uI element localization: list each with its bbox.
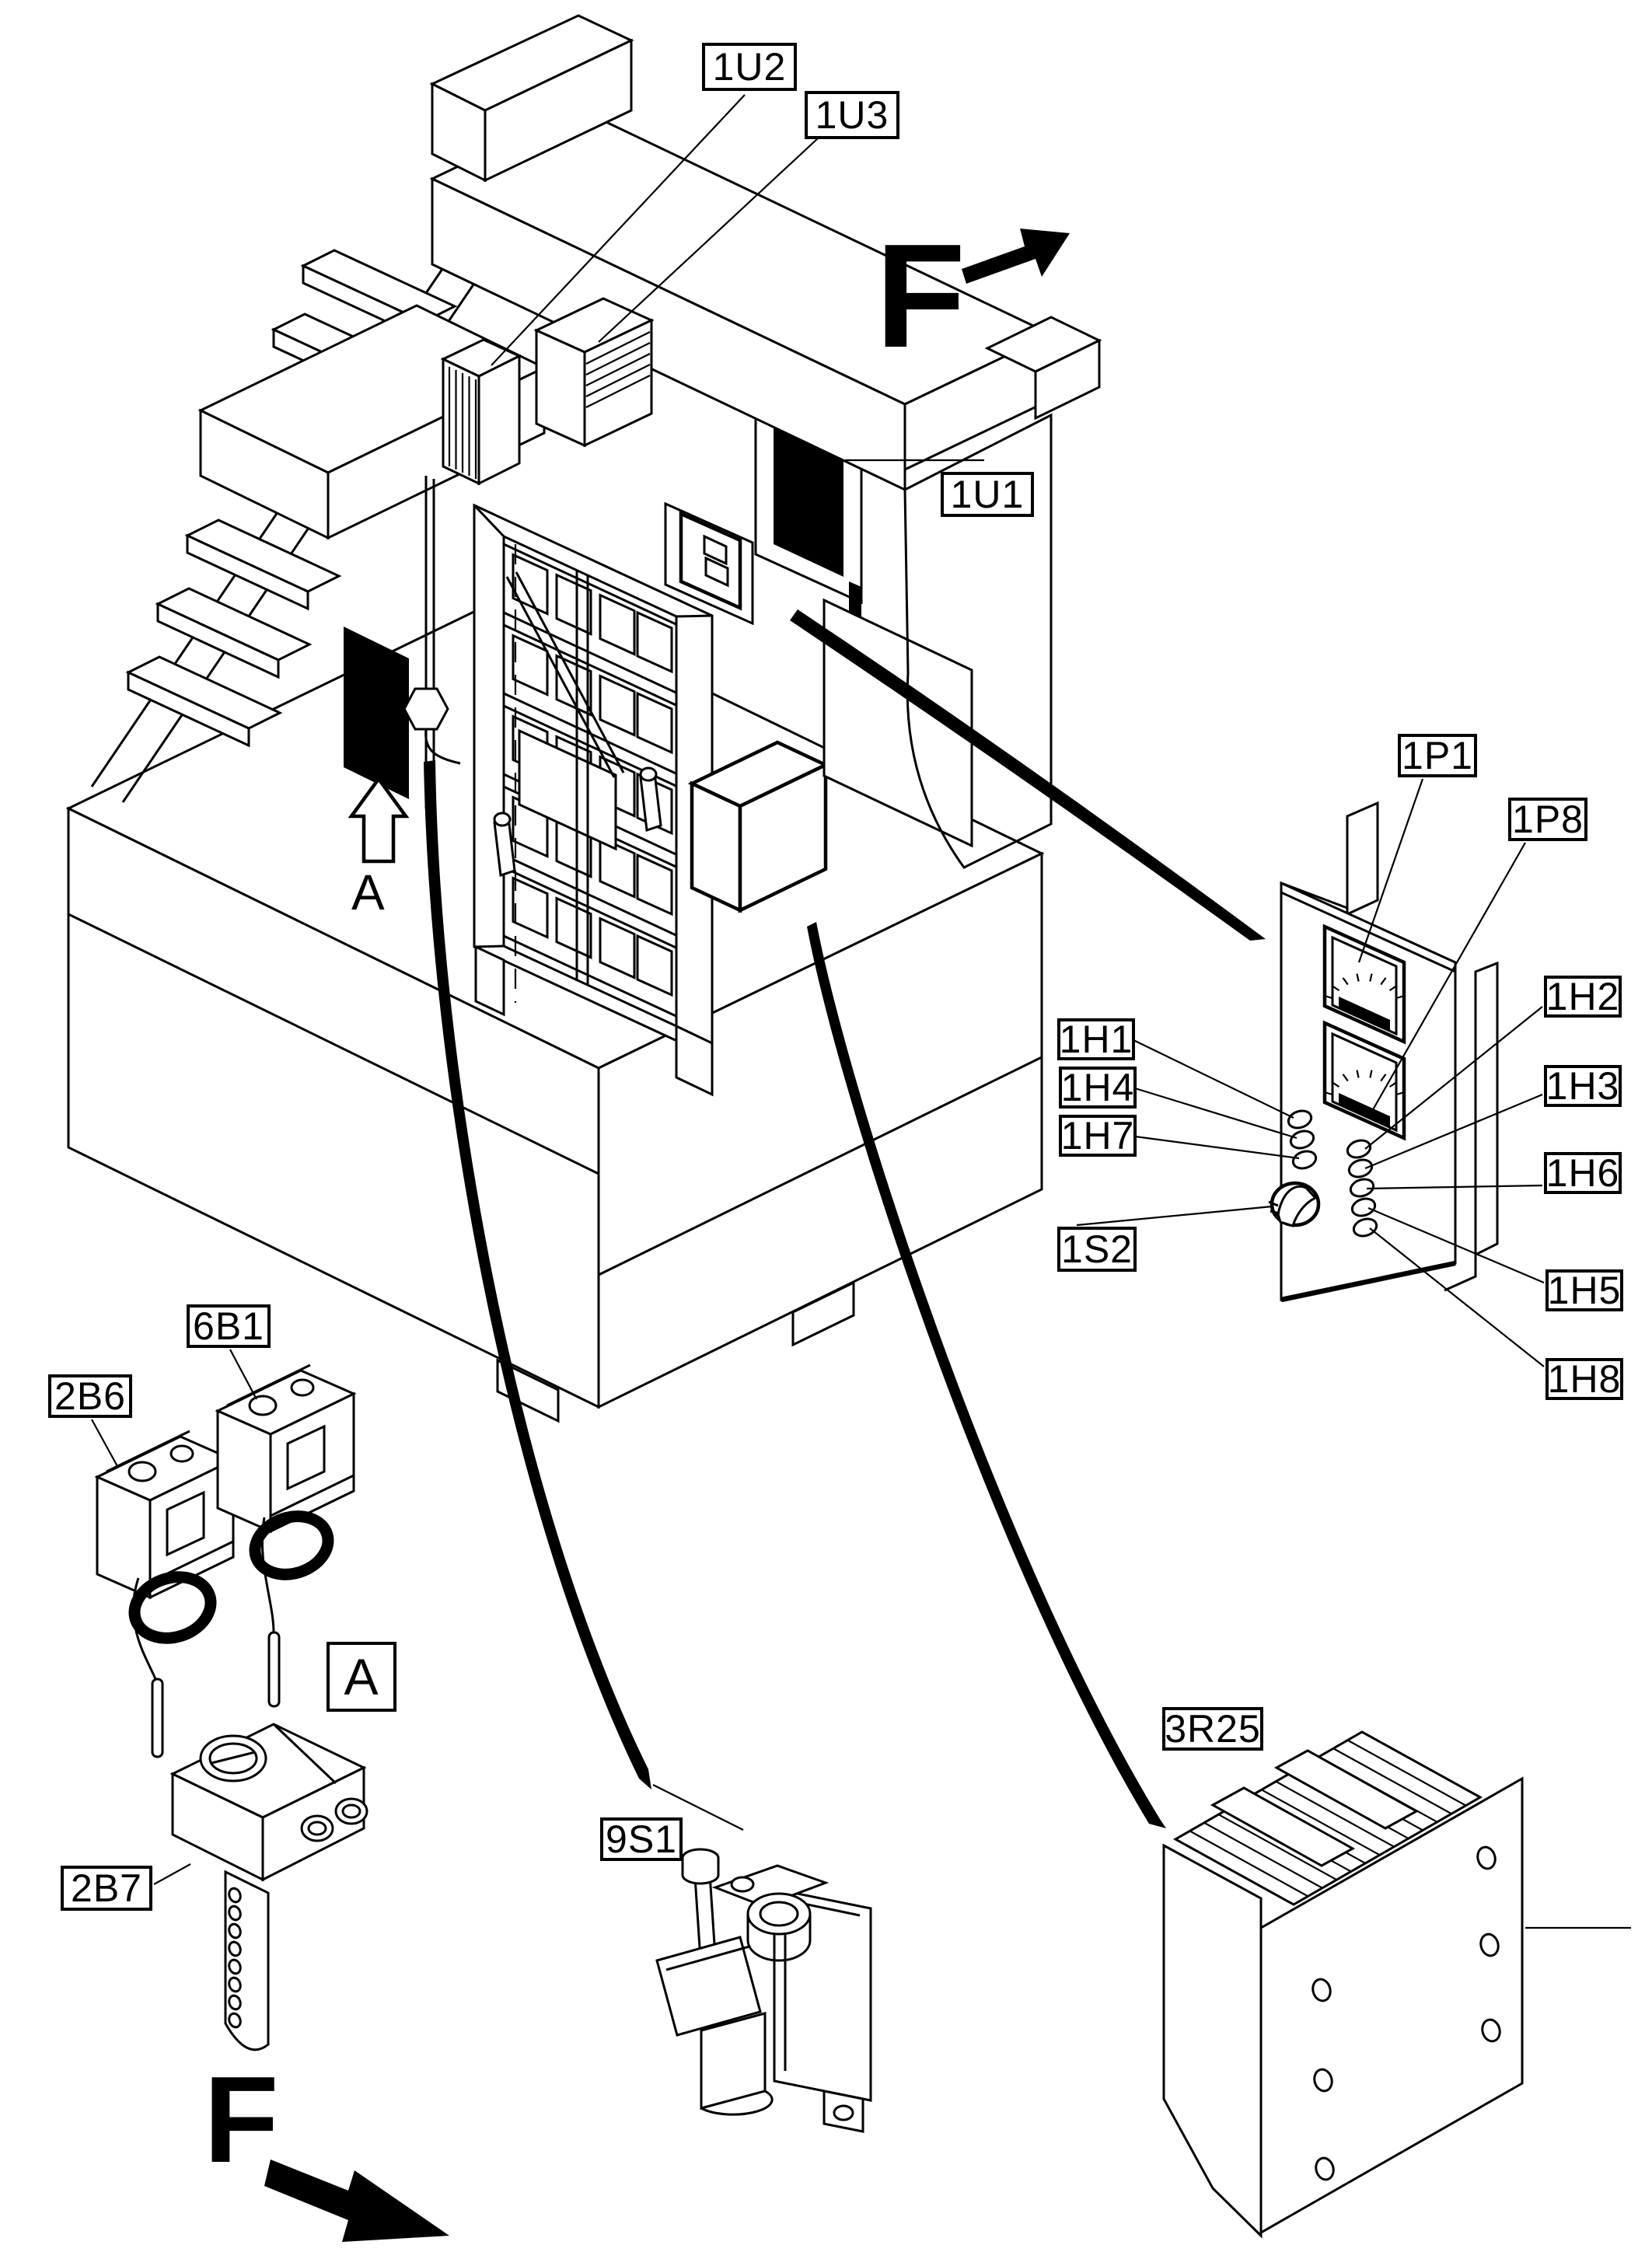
left-wall-items — [344, 476, 461, 812]
part-label-1H5: 1H5 — [1545, 1269, 1623, 1311]
resistor-3r25 — [1162, 1730, 1524, 2239]
indicator-lights — [1287, 1109, 1378, 1238]
direction-arrows — [264, 229, 1070, 2242]
instrument-bracket-insitu — [664, 501, 754, 626]
part-label-3R25: 3R25 — [1162, 1707, 1263, 1751]
view-direction-letter-a: A — [351, 864, 385, 920]
meter-1p8 — [1322, 1020, 1406, 1141]
indicator-light — [1352, 1217, 1378, 1238]
roof-parapet — [429, 14, 634, 183]
front-view-letter-bottom: F — [204, 2051, 279, 2188]
part-label-1H2: 1H2 — [1544, 976, 1622, 1018]
detail-pointers — [424, 609, 1266, 1828]
part-label-1H3: 1H3 — [1544, 1065, 1622, 1107]
black-left-panel — [344, 627, 409, 799]
part-label-2B6: 2B6 — [48, 1374, 132, 1418]
indicator-light — [1350, 1197, 1377, 1217]
thermostat-6b1 — [215, 1363, 357, 1708]
panel-detail — [1268, 801, 1499, 1303]
view-arrow-a-icon — [348, 776, 410, 864]
part-label-1U3: 1U3 — [805, 91, 899, 139]
thermostat-2b6 — [94, 1430, 236, 1758]
part-label-1H8: 1H8 — [1545, 1358, 1623, 1400]
detail-view-label-A: A — [327, 1642, 396, 1712]
selector-knob-1s2 — [1268, 1181, 1321, 1227]
front-view-letter-top: F — [875, 214, 966, 379]
machine-overview — [65, 14, 1102, 1423]
indicator-light — [1291, 1150, 1318, 1170]
pointer-to-panel — [790, 609, 1266, 941]
part-label-9S1: 9S1 — [600, 1817, 683, 1861]
part-label-6B1: 6B1 — [187, 1304, 271, 1348]
part-label-1P8: 1P8 — [1508, 798, 1587, 841]
part-label-1U1: 1U1 — [941, 472, 1034, 517]
indicator-light — [1287, 1109, 1313, 1130]
arrow-f-bottom-icon — [264, 2159, 449, 2242]
meter-1p1 — [1322, 924, 1406, 1045]
part-label-1P1: 1P1 — [1398, 734, 1477, 777]
valve-9s1 — [655, 1848, 872, 2133]
probe-sensor-2b7 — [169, 1723, 368, 2051]
door-latches — [493, 766, 662, 878]
part-label-1H6: 1H6 — [1544, 1152, 1622, 1194]
arrow-f-top-icon — [962, 229, 1070, 284]
vent-1u3 — [533, 297, 655, 448]
part-label-1S2: 1S2 — [1057, 1227, 1137, 1272]
electrical-cabinet — [473, 503, 714, 1097]
part-label-1H4: 1H4 — [1059, 1067, 1137, 1109]
leader-lines — [91, 94, 1631, 1929]
part-label-2B7: 2B7 — [61, 1866, 152, 1911]
part-label-1H1: 1H1 — [1057, 1018, 1135, 1060]
part-label-1H7: 1H7 — [1059, 1115, 1137, 1157]
roof — [429, 107, 1102, 492]
indicator-light — [1289, 1130, 1315, 1150]
key-tag-icon — [403, 687, 449, 731]
vent-1u2 — [440, 338, 522, 486]
part-label-1U2: 1U2 — [702, 43, 797, 91]
indicator-light — [1349, 1178, 1375, 1198]
